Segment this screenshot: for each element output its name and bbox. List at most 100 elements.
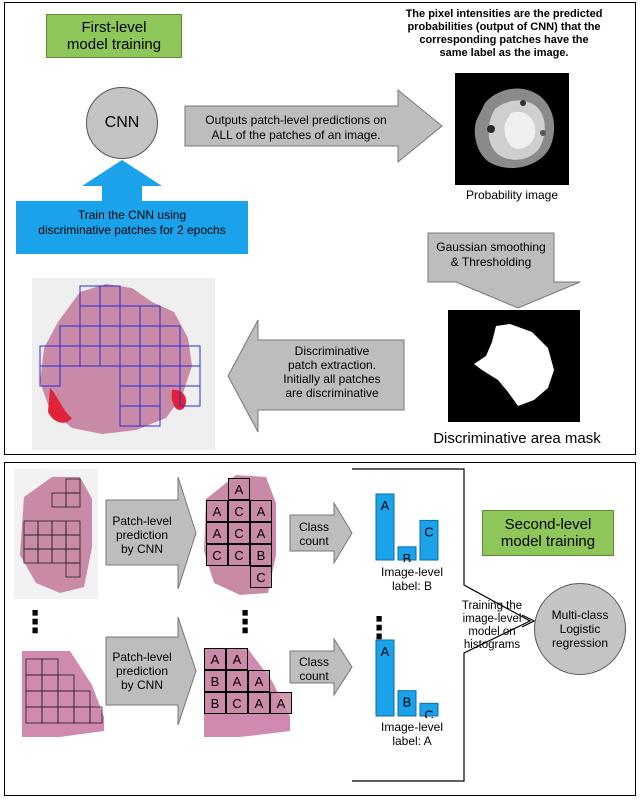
first-level-title-line1: First-level: [81, 19, 147, 36]
patch-letter-cell: A: [248, 670, 270, 692]
histogram-bar: [397, 546, 417, 561]
histogram-bar-label: B: [403, 695, 412, 710]
patch-letter-cell: B: [204, 670, 226, 692]
patch-letter-cell: C: [226, 692, 248, 714]
logistic-line3: regression: [551, 636, 609, 650]
gaussian-arrow: [427, 232, 581, 309]
train-line2: discriminative patches for 2 epochs: [38, 223, 226, 237]
mask-label: Discriminative area mask: [433, 430, 601, 447]
gaussian-label: Gaussian smoothing & Thresholding: [428, 240, 554, 270]
training-line2: image-level: [462, 613, 522, 625]
tissue-slide-bottom-left: [14, 641, 104, 795]
outputs-label: Outputs patch-level predictions on ALL o…: [190, 113, 402, 143]
histogram-bar: [375, 493, 395, 561]
second-level-title: Second-level model training: [482, 510, 614, 556]
patch-letter-cell: C: [206, 544, 228, 566]
class-count-top-line2: count: [299, 534, 329, 548]
training-line4: histograms: [463, 639, 521, 651]
patch-letter-cell: B: [204, 692, 226, 714]
training-line3: model on: [468, 626, 516, 638]
logistic-line1: Multi-class: [551, 608, 609, 622]
outputs-arrow: [184, 88, 443, 164]
patch-pred-label-bottom: Patch-level prediction by CNN: [106, 650, 178, 692]
disc-line1: Discriminative: [294, 344, 370, 358]
patch-pred-top-line1: Patch-level: [112, 514, 172, 528]
image-label-bottom: Image-level label: A: [362, 720, 462, 748]
histogram-bar: [375, 639, 395, 717]
tissue-slide-top-left: [14, 469, 98, 599]
gauss-line2: & Thresholding: [450, 255, 532, 269]
training-line1: Training the: [461, 600, 523, 612]
disc-line3: Initially all patches: [283, 372, 381, 386]
patch-letter-cell: A: [250, 500, 272, 522]
second-level-title-line2: model training: [500, 533, 596, 550]
image-label-bottom-line2: label: A: [392, 734, 432, 748]
class-count-label-top: Class count: [292, 520, 336, 548]
patch-pred-top-line2: prediction: [115, 528, 169, 542]
tissue-slide: [32, 278, 215, 450]
image-label-top-line1: Image-level: [380, 565, 444, 579]
outputs-line1: Outputs patch-level predictions on: [205, 113, 387, 127]
cnn-node: CNN: [86, 87, 158, 159]
patch-letter-cell: A: [206, 500, 228, 522]
first-level-panel: [4, 2, 636, 455]
histogram-top: A B C: [375, 493, 439, 562]
patch-letter-cell: A: [270, 692, 292, 714]
image-label-bottom-line1: Image-level: [380, 720, 444, 734]
cnn-label: CNN: [104, 114, 140, 131]
prob-desc-line2: probabilities (output of CNN) that the: [407, 21, 601, 33]
train-arrow: [16, 201, 248, 254]
patch-letter-cell: A: [206, 522, 228, 544]
histogram-bar: [419, 519, 439, 561]
disc-line4: are discriminative: [285, 386, 379, 400]
histogram-bracket: [352, 468, 532, 782]
class-count-top-line1: Class: [298, 520, 329, 534]
patch-letter-cell: A: [204, 648, 226, 670]
class-count-bottom-line2: count: [299, 669, 329, 683]
training-label: Training the image-level model on histog…: [452, 600, 532, 652]
class-count-arrow-bottom: [289, 637, 353, 697]
logistic-line2: Logistic: [559, 622, 601, 636]
top-arrows: [16, 88, 581, 433]
class-count-arrow-top: [289, 501, 353, 565]
class-count-label-bottom: Class count: [292, 655, 336, 683]
first-level-title-line2: model training: [66, 36, 162, 53]
prob-desc-line4: same label as the image.: [439, 47, 569, 59]
train-arrow-head: [82, 160, 162, 201]
ellipsis-left: ⋮: [20, 606, 50, 639]
histogram-bar-label: C: [424, 524, 433, 539]
patch-letter-cell: A: [228, 478, 250, 500]
patch-pred-bottom-line3: by CNN: [120, 678, 163, 692]
patch-grid: [39, 285, 201, 427]
probability-image-label: Probability image: [465, 188, 559, 202]
patch-letter-cell: A: [248, 692, 270, 714]
train-line1: Train the CNN using: [77, 208, 187, 222]
histogram-bar-label: B: [403, 551, 412, 562]
logistic-regression-node: Multi-class Logistic regression: [534, 583, 626, 675]
class-count-bottom-line1: Class: [298, 655, 329, 669]
ellipsis-right: ⋮: [364, 612, 394, 645]
ellipsis-middle: ⋮: [230, 606, 260, 639]
second-level-title-line1: Second-level: [504, 516, 592, 533]
gauss-line1: Gaussian smoothing: [436, 240, 546, 254]
histogram-bottom: A B C: [375, 639, 439, 718]
patch-letter-cell: C: [228, 500, 250, 522]
patch-letter-cell: C: [250, 566, 272, 588]
histogram-bar: [397, 690, 417, 717]
histogram-bar-label: A: [381, 644, 390, 659]
extraction-arrow: [227, 319, 405, 433]
patch-letter-cell: A: [226, 670, 248, 692]
patch-pred-top-line3: by CNN: [120, 542, 163, 556]
disc-line2: patch extraction.: [287, 358, 377, 372]
prob-desc-line3: corresponding patches have the: [419, 34, 589, 46]
patch-letter-cell: C: [228, 544, 250, 566]
train-label: Train the CNN using discriminative patch…: [16, 208, 248, 238]
patch-letter-cell: A: [250, 522, 272, 544]
patch-letter-cell: B: [250, 544, 272, 566]
probability-description: The pixel intensities are the predicted …: [372, 8, 636, 60]
histogram-bar-label: C: [424, 707, 433, 718]
patch-pred-bottom-line1: Patch-level: [112, 650, 172, 664]
histogram-bar-label: A: [381, 498, 390, 513]
first-level-title: First-level model training: [46, 14, 182, 58]
